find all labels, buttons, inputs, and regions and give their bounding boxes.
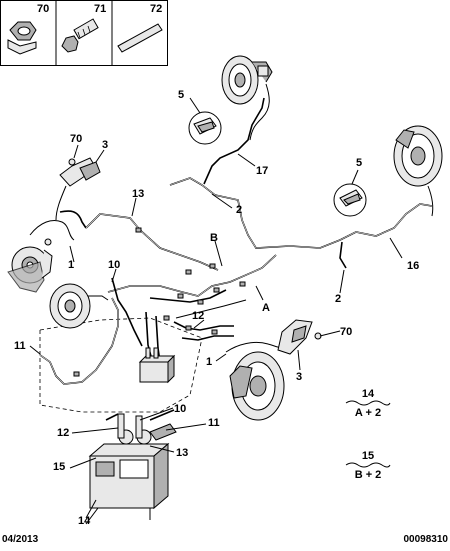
pipe-17 <box>169 177 341 249</box>
callout-B: B <box>210 232 218 244</box>
abs-unit-large <box>85 409 177 525</box>
pipe-2-right <box>339 241 347 269</box>
callout-labels: 70 3 5 17 13 2 5 B 1 10 16 A 2 12 70 11 … <box>14 89 419 527</box>
callout-16: 16 <box>407 260 419 272</box>
pipe-2-rear-left <box>203 97 265 185</box>
formula-14-brace <box>345 400 391 406</box>
sensor-cable-left <box>29 220 75 241</box>
formula-15-expression: B + 2 <box>355 469 382 481</box>
pipe-clips <box>73 227 246 377</box>
callout-5-right: 5 <box>356 157 362 169</box>
formula-14: 14 A + 2 <box>345 388 391 419</box>
callout-2-right: 2 <box>335 293 341 305</box>
legend-label-70: 70 <box>37 3 49 15</box>
formula-14-expression: A + 2 <box>355 407 381 419</box>
pipe-abs-1 <box>145 311 153 361</box>
abs-unit-small <box>138 347 176 384</box>
footer-date: 04/2013 <box>2 534 39 545</box>
pipe-bundle-b <box>149 289 227 303</box>
callout-A: A <box>262 302 270 314</box>
sensor-cable-front-right <box>225 341 287 353</box>
callout-10-left: 10 <box>108 259 120 271</box>
callout-12-mid: 12 <box>192 310 204 322</box>
pipe-12 <box>173 321 234 331</box>
callout-14: 14 <box>78 515 91 527</box>
legend-label-71: 71 <box>94 3 106 15</box>
formula-15-brace <box>345 462 391 468</box>
pipe-10 <box>111 277 143 347</box>
sensor-cable-rear-left <box>249 83 270 141</box>
callout-11-left: 11 <box>14 340 26 352</box>
clip-5-top <box>188 97 222 145</box>
clip-5-right <box>333 169 367 217</box>
front-left-brake <box>7 238 53 293</box>
callout-2-top: 2 <box>236 204 242 216</box>
formula-14-number: 14 <box>362 388 375 400</box>
front-left-disc <box>49 283 109 329</box>
callout-17: 17 <box>256 165 268 177</box>
sleeve-icon <box>117 23 163 53</box>
parts-legend: 70 71 72 <box>0 0 168 66</box>
legend-label-72: 72 <box>150 3 162 15</box>
pipe-bundle-a <box>107 254 277 297</box>
footer-reference: 00098310 <box>404 534 449 545</box>
callout-15: 15 <box>53 461 65 473</box>
callout-3-right: 3 <box>296 371 302 383</box>
callout-1-right: 1 <box>206 356 212 368</box>
callout-13-bottom: 13 <box>176 447 188 459</box>
callout-5-top: 5 <box>178 89 184 101</box>
pipe-front-left <box>59 210 87 229</box>
dashed-frame <box>39 317 203 413</box>
callout-13-top: 13 <box>132 188 144 200</box>
front-right-brake <box>225 341 287 421</box>
bracket-left <box>55 157 101 221</box>
callout-70-left: 70 <box>70 133 82 145</box>
callout-70-right: 70 <box>340 326 352 338</box>
formula-15: 15 B + 2 <box>345 450 391 481</box>
callout-12-bottom: 12 <box>57 427 69 439</box>
flange-nut-icon <box>7 21 37 55</box>
bolt-icon <box>61 18 99 53</box>
callout-3-left: 3 <box>102 139 108 151</box>
leader-lines <box>29 144 403 519</box>
callout-11-bottom: 11 <box>208 417 220 429</box>
bracket-right <box>277 319 322 355</box>
rear-right-disc <box>393 125 443 217</box>
pipe-12b <box>181 335 234 341</box>
formula-15-number: 15 <box>362 450 374 462</box>
rear-left-drum <box>221 55 273 141</box>
callout-1-left: 1 <box>68 259 74 271</box>
callout-10-bottom: 10 <box>174 403 186 415</box>
brake-pipes <box>39 97 433 385</box>
